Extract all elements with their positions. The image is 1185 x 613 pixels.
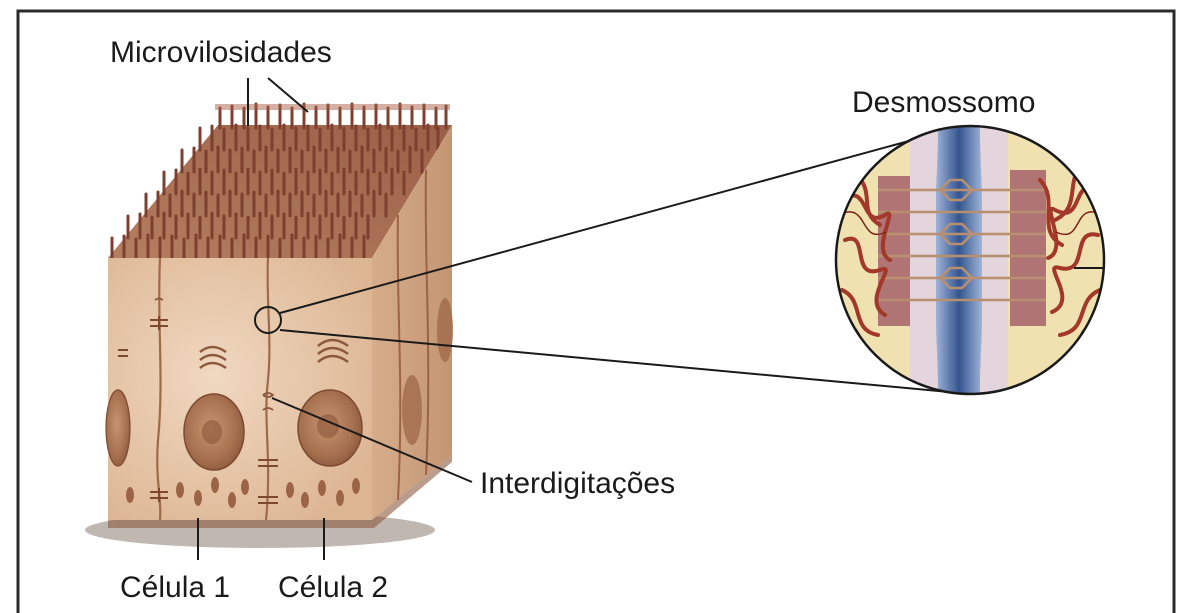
nucleolus-cell-1 [202,420,222,444]
label-cell-1: Célula 1 [120,571,230,604]
microvilli-tips [215,104,450,110]
front-face [108,258,372,520]
nucleus-partial [106,390,130,466]
side-nucleus-2 [437,298,453,362]
membrane-right [979,126,1008,394]
intercellular-space [936,126,982,394]
label-microvilli: Microvilosidades [110,36,332,69]
membrane-left [910,126,938,394]
desmosome-detail [836,126,1104,394]
side-nucleus-1 [402,375,422,445]
label-cell-2: Célula 2 [278,571,388,604]
label-interdigitations: Interdigitações [480,467,675,500]
plaque-right [1010,170,1046,326]
label-desmosome: Desmossomo [852,86,1035,119]
